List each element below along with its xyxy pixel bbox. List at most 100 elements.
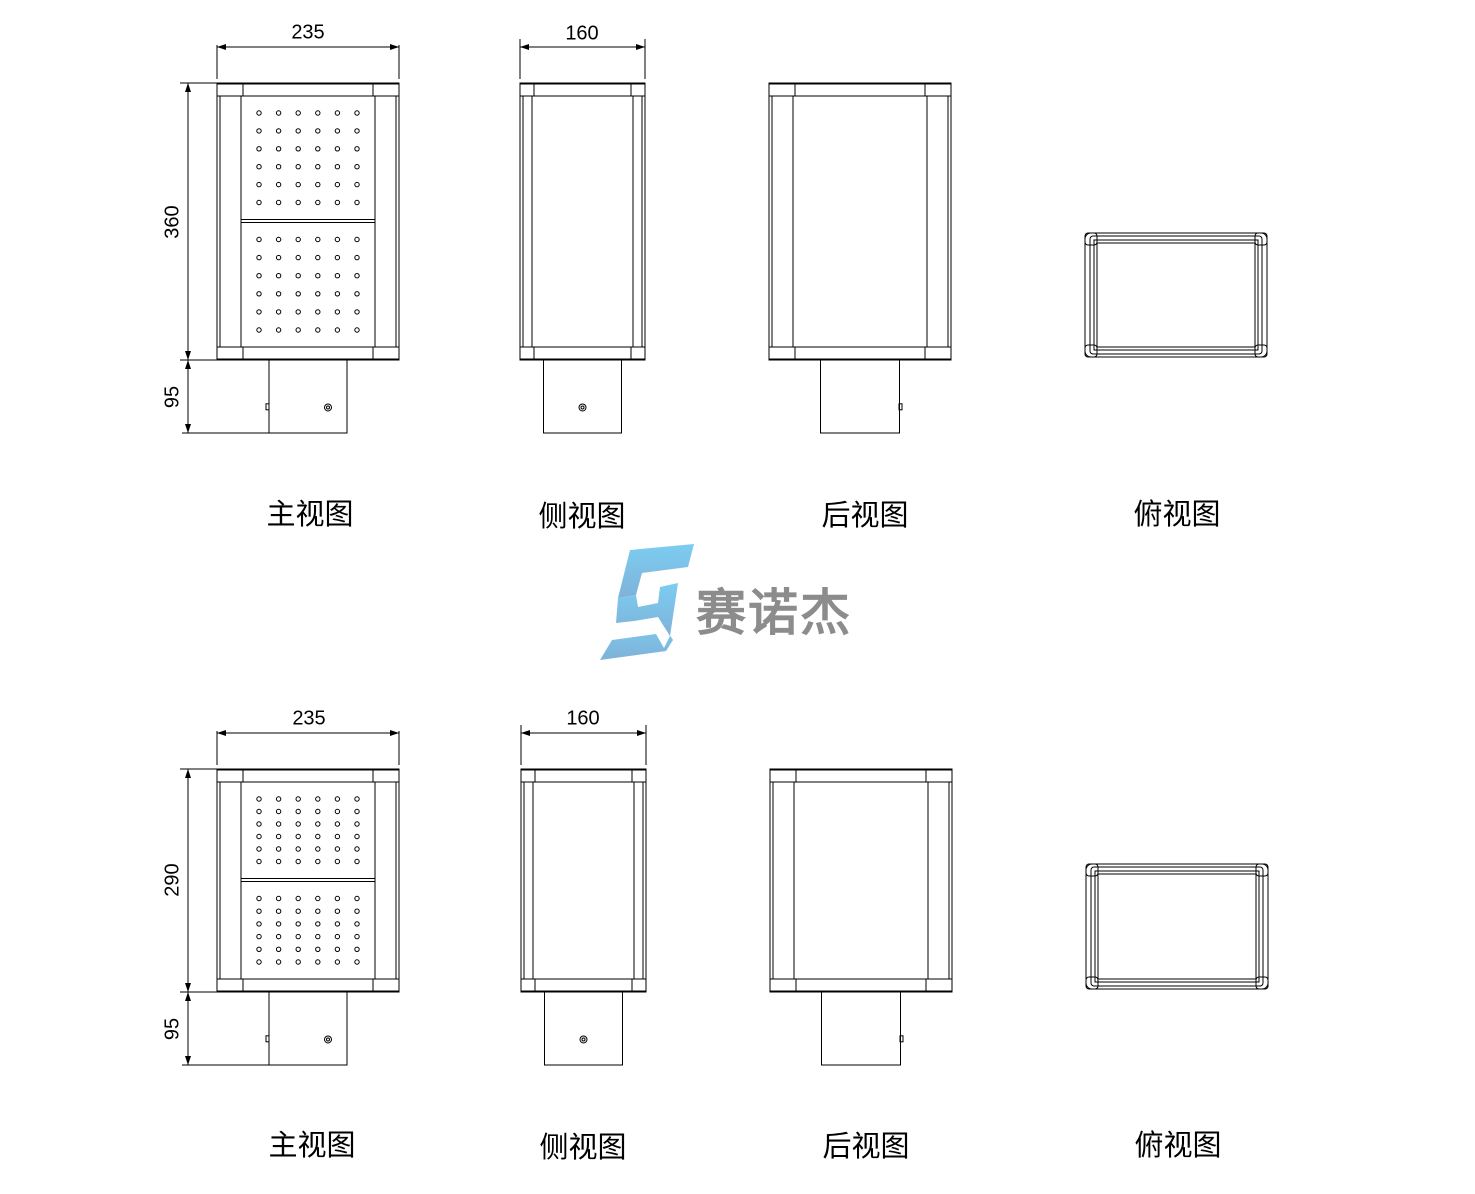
led-dot [334,858,341,865]
led-dot [295,946,301,952]
led-dot [354,846,360,852]
right-rail [927,781,950,980]
led-dot [295,796,301,802]
led-dot [354,895,360,902]
top-band [520,769,647,783]
led-dot [354,291,360,297]
led-dot [275,327,282,333]
bottom-band [216,978,400,992]
top-band [216,83,400,97]
led-dot [315,959,321,965]
pole [268,359,348,434]
housing-outline [519,82,646,361]
led-dot [334,110,341,116]
pole [821,991,901,1066]
led-dot [295,199,301,206]
bolt-icon [326,405,330,410]
corner-cap [631,978,647,992]
top-view-label: 俯视图 [1133,497,1221,531]
led-dot [315,796,321,802]
housing-outline [216,82,400,361]
led-dot [354,821,360,827]
top-view-label: 俯视图 [1134,1128,1222,1162]
led-dot [295,908,301,914]
top-outline [1084,232,1268,358]
back-view [768,82,952,434]
led-dot [256,128,262,134]
arrowhead [185,769,191,778]
front-width-dimension: 235 [291,21,325,44]
led-dot [275,236,282,243]
led-dot [256,808,262,815]
led-dot [334,796,341,802]
led-dot [256,164,262,170]
corner-cap [924,346,952,360]
led-dot [275,291,282,297]
led-dot [256,291,262,297]
arrowhead [390,44,399,50]
top-cover-inner [1096,242,1256,348]
corner-cap [924,83,952,97]
top-band [216,769,400,783]
top-band [519,83,646,97]
led-dot [354,110,360,116]
led-dot [354,921,360,927]
led-dot [334,146,341,152]
led-dot [315,199,321,206]
bolt-icon [326,1037,330,1042]
led-dot [334,199,341,206]
led-dot [315,833,321,840]
corner-cap [630,346,646,360]
led-dot [256,846,262,852]
led-dot [354,164,360,170]
led-dot [295,895,301,902]
pole [268,991,348,1066]
led-dot [334,959,341,965]
arrowhead [185,351,191,360]
arrowhead [217,730,226,736]
led-dot [275,128,282,134]
led-dot [295,921,301,927]
corner-cap [216,978,244,992]
corner-cap [372,978,400,992]
led-dot [354,309,360,315]
led-dot [256,821,262,827]
bottom-band [520,978,647,992]
left-rail [523,781,534,980]
arrowhead [185,424,191,433]
led-dot [334,846,341,852]
led-dot [315,858,321,865]
led-dot [256,199,262,206]
corner-cap [216,769,244,783]
led-dot [315,846,321,852]
led-dot [315,181,321,188]
housing-outline [520,768,647,993]
side-view-label: 侧视图 [539,1130,627,1164]
led-dot [295,181,301,188]
bottom-band [768,346,952,360]
led-dot [295,821,301,827]
dimension-lines [180,39,646,434]
top-band [769,769,953,783]
arrowhead [185,983,191,992]
side-view [520,768,647,1066]
dimension-lines [180,725,647,1066]
led-dot [295,254,301,261]
led-dot [354,254,360,261]
arrowhead [390,730,399,736]
right-rail [632,95,643,348]
led-dot [315,933,321,940]
led-module-1 [256,796,360,865]
arrowhead [637,730,646,736]
led-dot [334,236,341,243]
led-dot [275,858,282,865]
left-rail [219,781,242,980]
pole [820,359,900,434]
led-dot [315,110,321,116]
led-dot [256,327,262,333]
led-dot [295,164,301,170]
corner-cap [925,769,953,783]
logo-s-mark-icon [600,544,694,660]
led-dot [315,808,321,815]
